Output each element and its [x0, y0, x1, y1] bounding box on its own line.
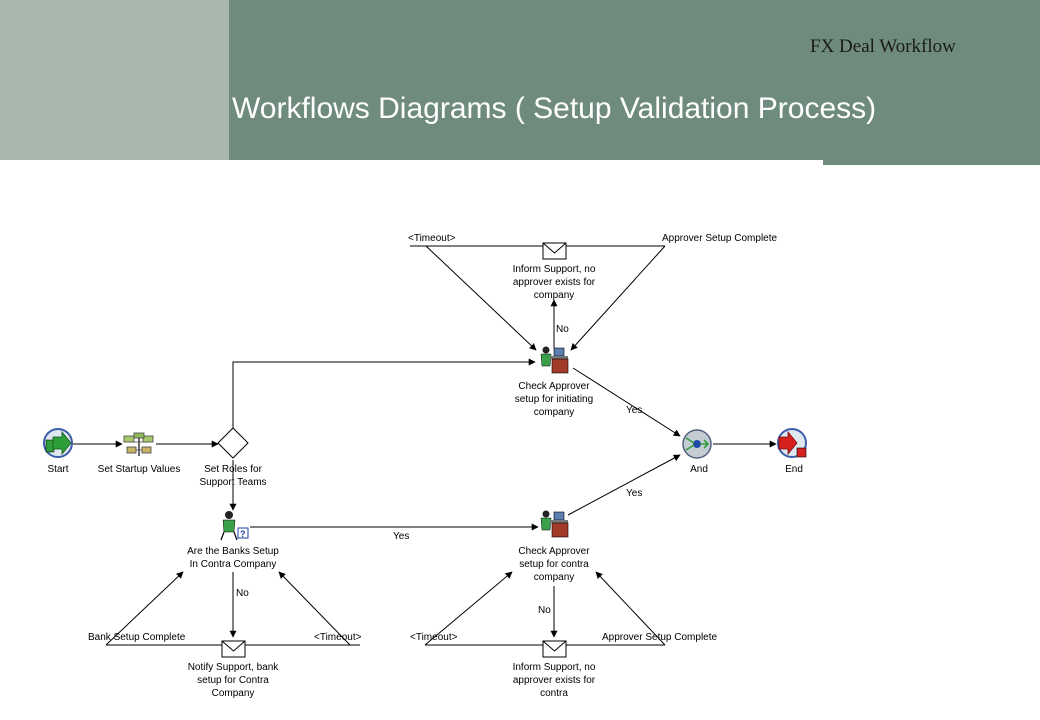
edge-approver-complete-top [570, 245, 666, 351]
header-left-panel [0, 0, 229, 160]
node-label-notify-bank-2: setup for Contra [197, 675, 269, 686]
node-label-notify-contra-2: approver exists for [513, 675, 596, 686]
svg-text:?: ? [240, 529, 246, 539]
node-label-roles-1: Set Roles for [204, 464, 262, 475]
edge-label-approver-complete-contra: Approver Setup Complete [602, 632, 718, 643]
edge-label-yes-contra-and: Yes [626, 488, 642, 499]
node-label-notify-top-3: company [534, 290, 575, 301]
roles-diamond-icon [217, 427, 249, 459]
node-label-end: End [785, 464, 803, 475]
header-right-strip [823, 160, 1040, 165]
edge-label-timeout-contra: <Timeout> [410, 632, 458, 643]
edge-contra-and [567, 454, 681, 516]
node-label-and: And [690, 464, 708, 475]
edge-approver-complete-contra [595, 571, 666, 646]
node-label-banks-2: In Contra Company [190, 559, 277, 570]
node-label-banks-1: Are the Banks Setup [187, 546, 279, 557]
page-title: Workflows Diagrams ( Setup Validation Pr… [232, 92, 877, 125]
header-divider [229, 160, 823, 165]
edge-label-no-top: No [556, 324, 569, 335]
node-label-check-top-3: company [534, 407, 575, 418]
edge-timeout-top [425, 245, 537, 351]
edge-label-approver-complete-top: Approver Setup Complete [662, 233, 778, 244]
node-label-check-contra-3: company [534, 572, 575, 583]
brand-label: FX Deal Workflow [810, 36, 956, 57]
node-label-notify-contra-1: Inform Support, no [513, 662, 596, 673]
edge-label-yes-banks-contra: Yes [393, 531, 409, 542]
node-label-startup: Set Startup Values [98, 464, 181, 475]
check-approver-top-icon [540, 346, 569, 374]
edge-label-yes-top: Yes [626, 405, 642, 416]
notify-top-envelope-icon [542, 242, 567, 260]
edge-timeout-contra [424, 571, 513, 646]
check-approver-contra-icon [540, 510, 569, 538]
start-icon [43, 428, 73, 458]
header-main-panel [229, 0, 1040, 160]
node-label-notify-bank-3: Company [212, 688, 255, 699]
node-label-check-contra-1: Check Approver [518, 546, 590, 557]
notify-bank-envelope-icon [221, 640, 246, 658]
banks-setup-icon: ? [220, 511, 249, 541]
edge-label-timeout-top: <Timeout> [408, 233, 456, 244]
node-label-notify-top-1: Inform Support, no [513, 264, 596, 275]
end-icon [777, 428, 807, 458]
edge-label-no-banks: No [236, 588, 249, 599]
edge-timeout-bank [278, 571, 351, 646]
edges [73, 245, 777, 646]
node-label-check-top-1: Check Approver [518, 381, 590, 392]
edge-roles-check-top [232, 358, 536, 428]
edge-label-timeout-bank: <Timeout> [314, 632, 362, 643]
edge-check-top-and [572, 367, 681, 437]
node-label-notify-bank-1: Notify Support, bank [188, 662, 280, 673]
edge-bank-setup-complete [105, 571, 184, 646]
node-label-start: Start [47, 464, 68, 475]
edge-label-bank-setup-complete: Bank Setup Complete [88, 632, 186, 643]
edge-label-no-contra: No [538, 605, 551, 616]
node-label-check-top-2: setup for initiating [515, 394, 593, 405]
notify-contra-envelope-icon [542, 640, 567, 658]
setup-values-icon [123, 432, 154, 456]
node-label-check-contra-2: setup for contra [519, 559, 589, 570]
node-label-notify-contra-3: contra [540, 688, 568, 699]
and-icon [682, 429, 712, 459]
node-label-roles-2: Support Teams [199, 477, 266, 488]
node-label-notify-top-2: approver exists for [513, 277, 596, 288]
